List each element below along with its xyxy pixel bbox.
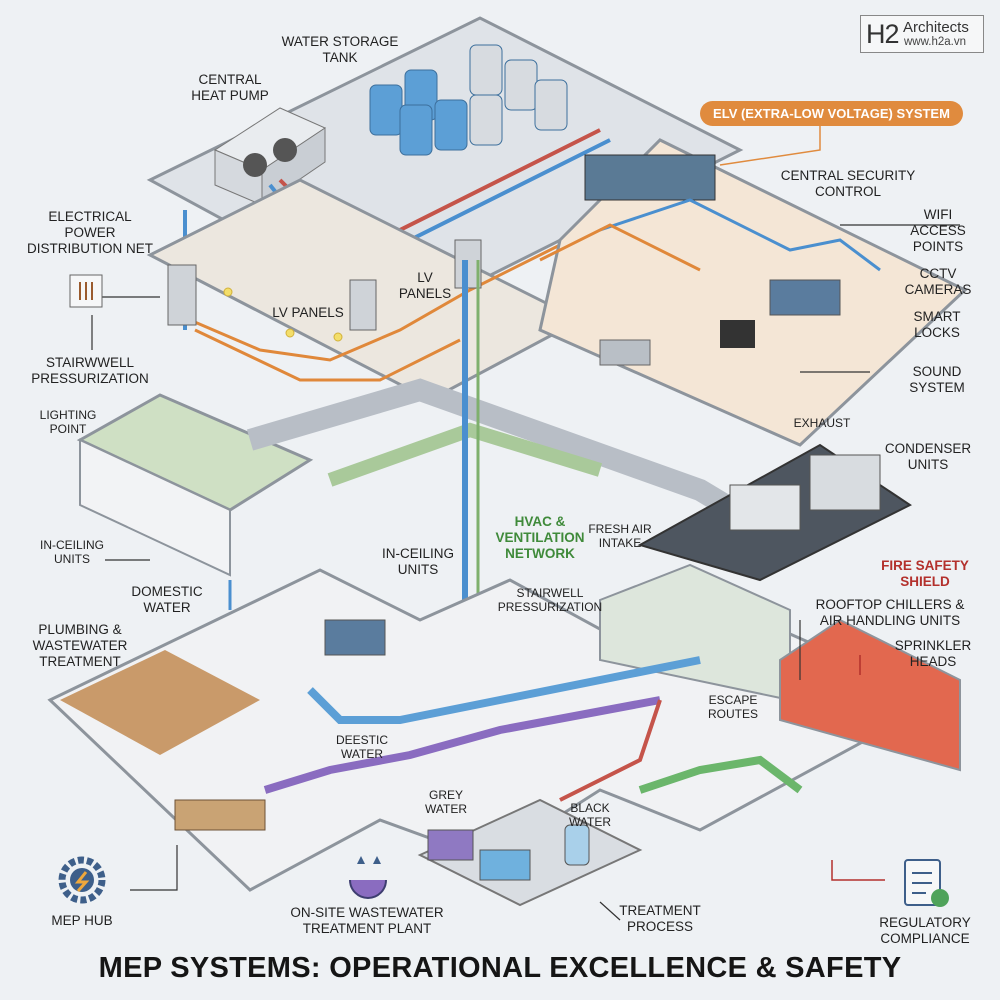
grey-water-tank [427,829,474,861]
central-heat-pump [213,107,327,206]
water-storage-tanks [369,44,568,156]
label-lv-panels: LV PANELS [272,305,344,320]
label-stairwell-pressurization: STAIRWELL PRESSURIZATION [497,586,603,614]
label-plumbing-wastewater: PLUMBING & WASTEWATER TREATMENT [32,622,128,669]
label-sound-system: SOUND SYSTEM [909,364,965,395]
label-wifi-access-points: WIFI ACCESS POINTS [910,207,966,254]
label-condenser-units: CONDENSER UNITS [884,441,972,472]
fire-safety-room [779,618,961,772]
h2-architects-logo: H2 Architects www.h2a.vn [860,15,984,53]
bed [769,279,841,316]
lv-panel [349,279,377,331]
label-central-security-control: CENTRAL SECURITY CONTROL [780,168,916,199]
electrical-panel [167,264,197,326]
label-rooftop-chillers: ROOFTOP CHILLERS & AIR HANDLING UNITS [815,597,965,628]
electrical-switch-icon [69,274,103,308]
label-lighting-point: LIGHTING POINT [39,408,97,436]
condenser-unit [809,454,881,511]
label-mep-hub: MEP HUB [51,913,113,928]
logo-mark: H2 [866,19,900,49]
label-escape-routes: ESCAPE ROUTES [707,693,759,721]
label-in-ceiling-units: IN-CEILING UNITS [381,546,455,577]
black-water-tank [479,849,531,881]
sofa [599,339,651,366]
duct-network [246,378,756,530]
elv-system-badge: ELV (EXTRA-LOW VOLTAGE) SYSTEM [700,101,963,126]
security-monitor-wall [584,154,716,201]
label-domestic-water-pipe: DEESTIC WATER [335,733,389,761]
label-treatment-process: TREATMENT PROCESS [619,903,701,934]
label-cctv-cameras: CCTV CAMERAS [904,266,972,297]
label-smart-locks: SMART LOCKS [913,309,961,340]
logo-name: Architects [903,19,969,36]
escape-route-arrow [638,755,803,794]
reception-desk [174,799,266,831]
clipboard-check-icon [904,859,949,907]
logo-url: www.h2a.vn [904,36,967,48]
tv [720,320,755,348]
label-electrical-power: ELECTRICAL POWER DISTRIBUTION NET [26,209,154,256]
treatment-cylinder [564,824,590,866]
label-water-storage-tank: WATER STORAGE TANK [281,34,399,65]
gear-bolt-icon [58,856,106,904]
air-handling-unit [729,484,801,531]
label-regulatory-compliance: REGULATORY COMPLIANCE [879,915,971,946]
lobby-wood-floor [60,650,260,755]
label-central-heat-pump: CENTRAL HEAT PUMP [191,72,269,103]
label-lv-panels: LV PANELS [398,270,452,301]
water-drop-basin-icon [349,856,387,899]
label-hvac-network: HVAC & VENTILATION NETWORK [495,514,585,561]
label-in-ceiling-units: IN-CEILING UNITS [39,538,105,566]
label-grey-water: GREY WATER [425,788,467,816]
bedroom-bed [324,619,386,656]
label-fire-safety-shield: FIRE SAFETY SHIELD [881,558,969,589]
label-wastewater-plant: ON-SITE WASTEWATER TREATMENT PLANT [290,905,444,936]
label-fresh-air-intake: FRESH AIR INTAKE [588,522,652,550]
label-exhaust: EXHAUST [793,416,851,430]
label-black-water: BLACK WATER [569,801,611,829]
label-domestic-water: DOMESTIC WATER [131,584,203,615]
label-sprinkler-heads: SPRINKLER HEADS [894,638,972,669]
page-title: MEP SYSTEMS: OPERATIONAL EXCELLENCE & SA… [98,952,902,984]
domestic-water-pipe [307,656,701,724]
wastewater-pipe [263,696,661,794]
label-stairwell-pressurization: STAIRWWELL PRESSURIZATION [31,355,149,386]
